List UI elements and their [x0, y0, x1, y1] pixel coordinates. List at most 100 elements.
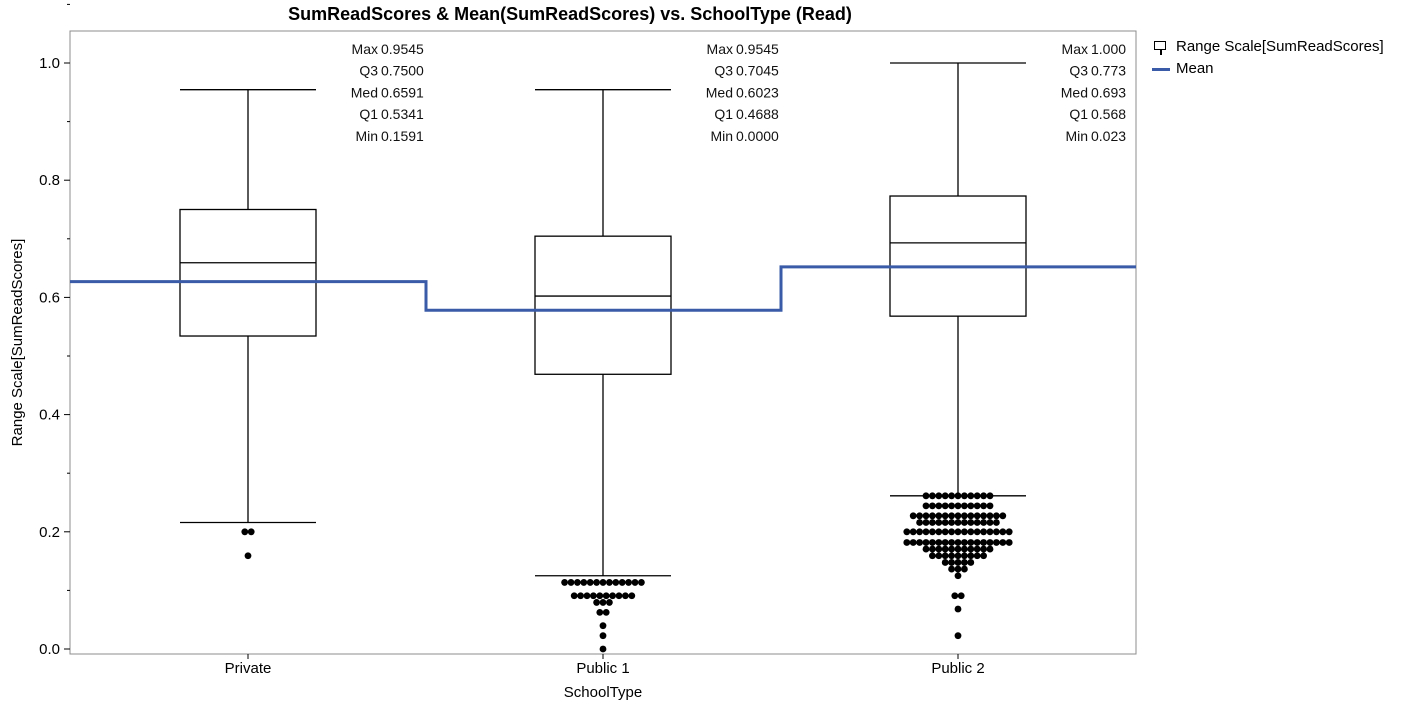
outlier-point [967, 512, 975, 520]
outlier-point [986, 539, 994, 546]
outlier-point [935, 528, 943, 536]
outlier-point [948, 492, 955, 500]
legend-item-range-scale[interactable]: Range Scale[SumReadScores] [1152, 36, 1384, 58]
outlier-point [954, 512, 962, 520]
outlier-point [967, 528, 975, 536]
outlier-point [241, 528, 249, 536]
outlier-point [980, 512, 987, 520]
outlier-point [567, 579, 575, 586]
outlier-point [973, 512, 981, 520]
outlier-point [954, 632, 962, 640]
outlier-point [909, 528, 917, 536]
outlier-point [973, 502, 981, 510]
outlier-point [903, 528, 911, 536]
outlier-point [602, 592, 610, 600]
outlier-point [922, 502, 930, 510]
outlier-point [961, 502, 968, 510]
y-tick-label: 1.0 [39, 55, 60, 72]
outlier-point [967, 492, 975, 500]
stat-value: 0.693 [1091, 84, 1126, 100]
outlier-point [986, 545, 994, 553]
outlier-point [909, 539, 917, 546]
outlier-point [999, 528, 1007, 536]
stat-label: Q1 [359, 106, 378, 122]
outlier-point [574, 579, 581, 586]
outlier-point [980, 545, 987, 553]
legend-label: Mean [1176, 60, 1214, 77]
outlier-point [967, 539, 975, 546]
outlier-point [948, 519, 955, 526]
outlier-point [980, 552, 987, 560]
y-tick-label: 0.8 [39, 172, 60, 189]
outlier-point [986, 492, 994, 500]
outlier-point [599, 579, 607, 586]
stat-value: 0.0000 [736, 128, 779, 144]
outlier-point [909, 512, 917, 520]
outlier-point [954, 502, 962, 510]
outlier-point [922, 519, 930, 526]
outlier-point [961, 559, 968, 566]
outlier-point [612, 579, 620, 586]
outlier-point [580, 579, 588, 586]
outlier-point [967, 502, 975, 510]
outlier-point [599, 622, 607, 630]
outlier-point [941, 539, 949, 546]
outlier-point [954, 519, 962, 526]
outlier-point [916, 512, 923, 520]
stat-value: 0.773 [1091, 63, 1126, 79]
outlier-point [615, 592, 623, 600]
outlier-point [935, 539, 943, 546]
line-icon [1152, 62, 1170, 76]
stat-value: 0.5341 [381, 106, 424, 122]
stat-value: 0.6591 [381, 84, 424, 100]
outlier-point [954, 528, 962, 536]
outlier-point [954, 552, 962, 560]
outlier-point [954, 559, 962, 566]
outlier-point [973, 492, 981, 500]
outlier-point [929, 545, 936, 553]
outlier-point [961, 565, 968, 573]
stat-value: 0.023 [1091, 128, 1126, 144]
outlier-point [935, 519, 943, 526]
outlier-point [929, 502, 936, 510]
outlier-point [973, 545, 981, 553]
x-tick-label: Private [225, 660, 272, 677]
outlier-point [570, 592, 578, 600]
mean-line [70, 265, 1136, 312]
outlier-point [948, 565, 955, 573]
legend-item-mean[interactable]: Mean [1152, 58, 1384, 80]
outlier-point [606, 599, 613, 606]
outlier-point [625, 579, 632, 586]
outlier-point [586, 579, 594, 586]
outlier-point [599, 632, 607, 640]
mean-layer [70, 265, 1136, 312]
outlier-point [986, 528, 994, 536]
outlier-point [941, 502, 949, 510]
outlier-point [922, 492, 930, 500]
outlier-point [599, 599, 607, 606]
outlier-point [954, 539, 962, 546]
outlier-point [954, 572, 962, 580]
outlier-point [638, 579, 645, 586]
outlier-point [561, 579, 568, 586]
outlier-point [973, 539, 981, 546]
outlier-point [929, 539, 936, 546]
outlier-point [929, 512, 936, 520]
outlier-point [954, 492, 962, 500]
outlier-point [954, 545, 962, 553]
outlier-point [993, 528, 1000, 536]
stat-value: 0.7500 [381, 63, 424, 79]
outlier-point [948, 559, 955, 566]
outlier-point [961, 492, 968, 500]
outlier-point [596, 592, 604, 600]
outlier-point [986, 502, 994, 510]
outlier-point [967, 559, 975, 566]
x-tick-label: Public 2 [931, 660, 984, 677]
y-tick-label: 0.0 [39, 641, 60, 658]
iqr-box [889, 195, 1027, 317]
stat-label: Med [706, 84, 733, 100]
outlier-point [941, 559, 949, 566]
iqr-box [179, 208, 317, 337]
outlier-point [941, 545, 949, 553]
